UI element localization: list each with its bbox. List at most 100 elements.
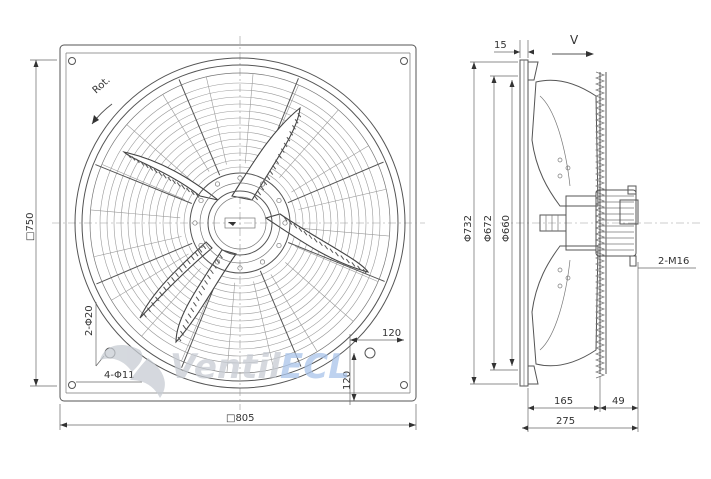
serration (260, 185, 265, 191)
blade-serrations (127, 112, 367, 342)
motor-shaft (539, 214, 567, 232)
serration (181, 184, 186, 190)
mounting-hole-icon (400, 57, 408, 65)
serration (144, 163, 149, 169)
grille-ring (141, 124, 339, 322)
serration (186, 187, 190, 193)
serration (198, 290, 203, 296)
serration (303, 230, 308, 236)
serration (149, 166, 154, 171)
grille-rib (111, 253, 189, 301)
hub-hole (259, 259, 266, 265)
dim-fixing-holes: 4-Φ11 (104, 370, 135, 381)
grille-rib (226, 282, 236, 373)
grille-rib (295, 246, 379, 282)
serration (158, 171, 163, 176)
grille-rib (126, 124, 195, 184)
serration (293, 223, 298, 229)
grille-ring (127, 110, 353, 336)
serration (278, 153, 282, 159)
grille-rib (299, 227, 390, 237)
grille-rib (244, 73, 254, 164)
serration (308, 234, 313, 240)
mounting-hole-icon (68, 57, 76, 65)
dim-overall-width: □805 (226, 413, 255, 424)
grille-rib (141, 268, 201, 337)
serration (180, 330, 184, 336)
serration (198, 248, 203, 253)
grille-ring (169, 152, 311, 294)
serration (171, 276, 175, 282)
watermark-text-part1: Ventil (170, 347, 282, 387)
serration (329, 248, 334, 254)
serration (297, 112, 302, 118)
mounting-hole-icon (400, 381, 408, 389)
hub-hole (282, 220, 288, 226)
hub-hole (214, 259, 221, 265)
grille-spoke (95, 164, 192, 204)
serration (127, 153, 132, 159)
serration (131, 156, 136, 161)
rotation-label: Rot. (91, 75, 113, 96)
grille-ring (176, 159, 304, 287)
grille-spoke (287, 161, 384, 204)
fan-blade (175, 249, 237, 344)
dim-motor-bolts: 2-M16 (658, 256, 689, 267)
serration (195, 193, 200, 198)
lifting-hole-icon (364, 347, 376, 359)
grille-rib (291, 145, 369, 193)
serration (195, 296, 200, 302)
serration (151, 301, 155, 307)
serration (313, 237, 318, 243)
grille-rib (90, 209, 181, 219)
mounting-hole-icon (68, 381, 76, 389)
serration (351, 262, 356, 267)
dim-lifting-holes: 2-Φ20 (84, 305, 95, 336)
dim-hole-spacing-h: 120 (382, 328, 401, 339)
grille-ring (134, 117, 346, 329)
serration (186, 259, 191, 265)
serration (294, 118, 299, 124)
serration (153, 168, 158, 174)
fan-blade (122, 151, 219, 201)
dim-overall-height: □750 (25, 212, 36, 241)
serration (286, 136, 291, 142)
serration (266, 175, 271, 181)
serration (318, 241, 323, 247)
serration (187, 313, 192, 318)
fan-blade (139, 241, 213, 319)
serration (177, 336, 182, 342)
grille-rib (270, 274, 318, 352)
serration (219, 253, 223, 259)
serration (182, 263, 187, 269)
grille-rib (298, 188, 387, 210)
serration (179, 268, 183, 273)
grille-rib (285, 262, 354, 322)
fan-blade (231, 106, 301, 201)
grille-ring (113, 96, 367, 350)
serration (167, 176, 172, 182)
serration (269, 170, 274, 175)
serration (204, 280, 208, 285)
serration (155, 296, 159, 302)
grille-spoke (178, 79, 221, 176)
hub-hole (198, 242, 204, 249)
serration (162, 174, 167, 179)
serration (257, 190, 262, 196)
serration (362, 268, 367, 274)
serration (334, 251, 339, 257)
dim-diameter-mid: Φ672 (483, 215, 494, 242)
side-guard-mesh (595, 71, 605, 379)
grille-rib (101, 164, 185, 200)
grille-rib (253, 281, 275, 370)
serration (340, 255, 345, 260)
logo-icon (228, 222, 236, 226)
grille-ring (99, 82, 381, 364)
serration (147, 307, 151, 312)
serration (182, 324, 187, 330)
serration (254, 195, 258, 201)
serration (289, 130, 294, 136)
grille-rib (162, 94, 210, 172)
grille-ring (162, 145, 318, 301)
watermark: Ventil ECL (100, 345, 350, 398)
